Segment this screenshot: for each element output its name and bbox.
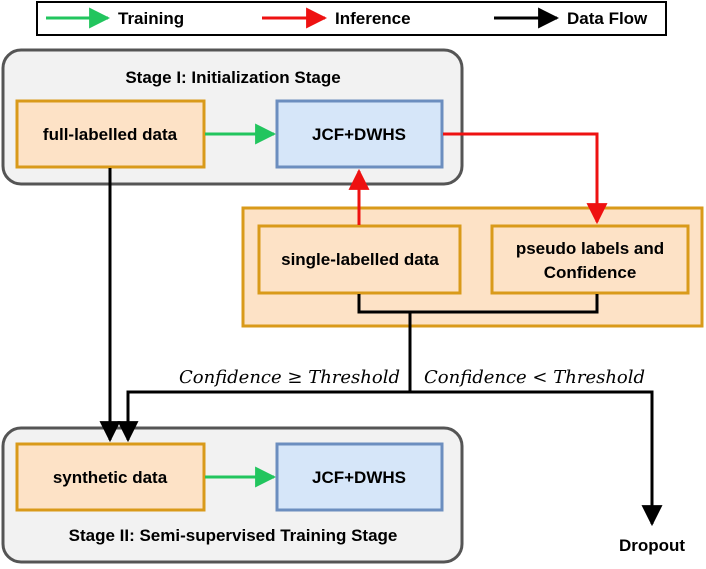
stage-2-model-label: JCF+DWHS [312, 468, 406, 487]
flow-high-confidence-to-synthetic [117, 390, 410, 443]
stage-2-model-box [275, 442, 444, 512]
stage-1: Stage I: Initialization Stage full-label… [1, 48, 464, 186]
single-labelled-data-label: single-labelled data [281, 250, 439, 269]
legend-border [36, 1, 667, 36]
condition-below-threshold: Confidence < Threshold [424, 367, 645, 388]
legend-data-flow-label: Data Flow [567, 9, 648, 28]
stage-1-model-label: JCF+DWHS [312, 125, 406, 144]
pseudo-labels-line-1: pseudo labels and [516, 239, 664, 258]
flow-merge-bracket [357, 294, 599, 314]
synthetic-data-box [15, 442, 206, 512]
legend: Training Inference Data Flow [36, 1, 667, 36]
stage-2: synthetic data JCF+DWHS Stage II: Semi-s… [1, 426, 464, 564]
stage-2-title: Stage II: Semi-supervised Training Stage [69, 526, 398, 545]
flow-low-confidence-to-dropout [410, 390, 663, 527]
full-labelled-data-box [15, 99, 206, 169]
pseudo-labels-box [490, 224, 690, 295]
condition-above-threshold: Confidence ≥ Threshold [179, 367, 400, 388]
legend-training-label: Training [118, 9, 184, 28]
arrows [99, 123, 663, 527]
inference-arrow-model-to-pseudo [443, 132, 608, 225]
dropout-label: Dropout [619, 536, 685, 555]
pseudo-labels-line-2: Confidence [544, 263, 637, 282]
unlabelled-stage: single-labelled data pseudo labels and C… [241, 206, 704, 328]
legend-inference-label: Inference [335, 9, 411, 28]
synthetic-data-label: synthetic data [53, 468, 168, 487]
full-labelled-data-label: full-labelled data [43, 125, 178, 144]
stage-1-model-box [275, 99, 444, 169]
single-labelled-data-box [257, 224, 462, 295]
stage-1-title: Stage I: Initialization Stage [125, 68, 340, 87]
